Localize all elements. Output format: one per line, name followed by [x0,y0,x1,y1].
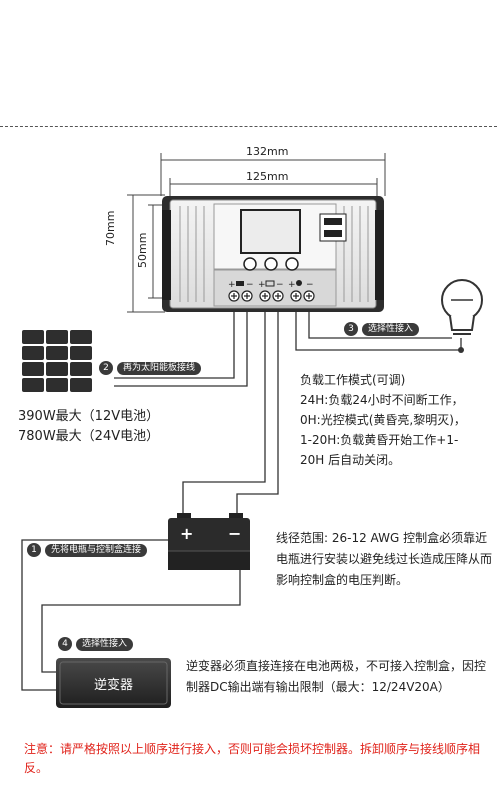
inverter-wire-1 [21,539,178,691]
svg-text:+: + [258,280,266,290]
step3-label: 选择性接入 [362,323,420,336]
battery-body [168,513,250,570]
dimension-70mm: 70mm [104,210,117,246]
wires [21,312,462,691]
inverter-note: 逆变器必须直接连接在电池两极，不可接入控制盒，因控制器DC输出端有输出限制（最大… [186,659,487,694]
step1-number: 1 [27,543,41,557]
battery-minus-symbol: − [228,524,242,543]
inverter-wire-2 [41,545,241,673]
lcd-display [240,209,301,254]
step2-number: 2 [99,361,113,375]
load-wire-1 [295,312,462,351]
battery-wire-negative [236,312,279,518]
solar-wire-negative [114,312,248,387]
step4-label: 选择性接入 [76,638,134,651]
width-dimension-132 [160,153,386,196]
width-dimension-125 [169,178,378,196]
dimension-50mm: 50mm [136,232,149,268]
load-mode-line-3: 1-20H:负载黄昏开始工作+1- [300,433,459,447]
dimension-125mm: 125mm [246,170,289,183]
battery-wire-positive [182,312,266,518]
svg-text:−: − [306,280,314,290]
step4-number: 4 [58,637,72,651]
step2-label: 再为太阳能板接线 [117,362,202,375]
svg-text:−: − [276,280,284,290]
light-bulb-icon [441,279,483,335]
solar-max-12v: 390W最大（12V电池） [18,409,160,424]
solar-wire-positive [114,312,235,379]
button-1 [243,257,257,271]
button-3 [285,257,299,271]
svg-text:+: + [288,280,296,290]
load-mode-line-1: 24H:负载24小时不间断工作， [300,393,464,407]
dimension-132mm: 132mm [246,145,289,158]
wire-gauge-note: 线径范围: 26-12 AWG 控制盒必须靠近电瓶进行安装以避免线过长造成压降从… [276,531,493,587]
button-2 [264,257,278,271]
load-mode-title: 负载工作模式(可调) [300,373,406,387]
solar-max-24v: 780W最大（24V电池） [18,429,160,444]
svg-text:+: + [228,280,236,290]
warning-text: 注意：请严格按照以上顺序进行接入，否则可能会损坏控制器。拆卸顺序与接线顺序相反。 [24,742,481,775]
load-mode-line-4: 20H 后自动关闭。 [300,453,401,467]
step3-number: 3 [344,322,358,336]
svg-text:−: − [246,280,254,290]
controller-body: +− +− +− [162,196,384,312]
inverter-label: 逆变器 [93,678,133,693]
dashed-separator [0,126,497,127]
height-dimension-70 [127,194,165,313]
terminal-icons: +− +− +− [228,280,314,290]
battery-plus-symbol: + [180,524,194,543]
solar-panel [22,330,92,392]
load-wire-2 [308,312,452,339]
inverter-body [56,658,171,708]
step1-label: 先将电瓶与控制盒连接 [45,544,148,557]
load-mode-line-2: 0H:光控模式(黄昏亮,黎明灭)， [300,413,466,427]
